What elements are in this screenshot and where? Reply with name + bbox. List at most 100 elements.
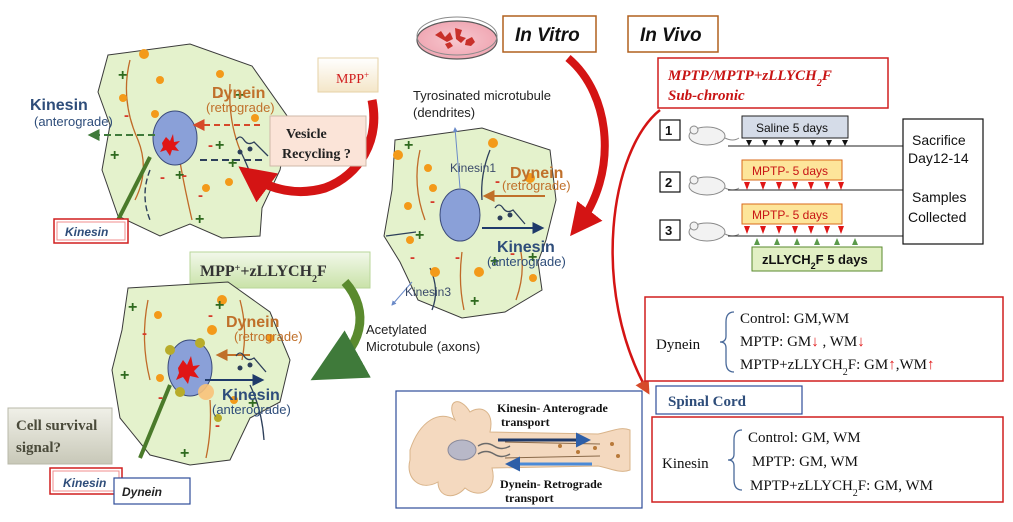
sacrifice-line3: Samples bbox=[912, 189, 966, 205]
dynein-combo-b: F: GM bbox=[848, 357, 888, 373]
in-vivo-box bbox=[627, 15, 719, 53]
mpp-z-mid: +zLLYCH bbox=[240, 263, 312, 280]
mouse-icon-3 bbox=[688, 221, 740, 242]
spinal-cord-label: Spinal Cord bbox=[668, 394, 747, 410]
svg-text:+: + bbox=[528, 249, 537, 266]
damage-burst-bottom-left bbox=[176, 356, 200, 384]
spinal-cord-box: Spinal Cord bbox=[655, 385, 803, 415]
svg-text:MPTP+zLLYCH2F: GM, WM: MPTP+zLLYCH2F: GM, WM bbox=[750, 478, 933, 499]
green-arrow-down bbox=[310, 279, 371, 381]
sacrifice-line4: Collected bbox=[908, 209, 966, 225]
svg-text:-: - bbox=[198, 187, 203, 204]
damage-burst-top-left bbox=[160, 134, 180, 156]
mpp-z-sub: 2 bbox=[312, 274, 317, 285]
acetylated-line2: Microtubule (axons) bbox=[366, 339, 480, 354]
dynein-results-label: Dynein bbox=[656, 337, 701, 353]
kinesin-box-label-top-left: Kinesin bbox=[65, 225, 108, 239]
zllych-box-sub: 2 bbox=[811, 261, 816, 271]
svg-text:+: + bbox=[470, 293, 479, 310]
sacrifice-line2: Day12-14 bbox=[908, 150, 969, 166]
group-3-label: MPTP- 5 days bbox=[752, 208, 828, 222]
svg-text:+: + bbox=[215, 137, 224, 154]
sacrifice-line1: Sacrifice bbox=[912, 132, 966, 148]
in-vivo-title-line2: Sub-chronic bbox=[668, 88, 745, 104]
svg-text:+: + bbox=[415, 227, 424, 244]
dynein-mptp-a: MPTP: GM bbox=[740, 334, 811, 350]
kinesin-combo-b: F: GM, WM bbox=[858, 478, 933, 494]
svg-text:+: + bbox=[215, 297, 224, 314]
acetylated-line1: Acetylated bbox=[366, 322, 427, 337]
retrograde-label-center: (retrograde) bbox=[502, 178, 571, 193]
dynein-mptp-b: , WM bbox=[819, 334, 857, 350]
in-vivo-title-box: MPTP/MPTP+zLLYCH2F Sub-chronic bbox=[657, 57, 889, 109]
cell-survival-box: Cell survival signal? bbox=[7, 407, 113, 465]
red-arrow-to-center-cell bbox=[565, 54, 609, 237]
svg-text:-: - bbox=[410, 249, 415, 266]
mouse-icon-2 bbox=[688, 175, 740, 196]
svg-text:MPTP+zLLYCH2F: GM↑,WM↑: MPTP+zLLYCH2F: GM↑,WM↑ bbox=[740, 357, 934, 378]
in-vivo-title-a: MPTP/MPTP+zLLYCH bbox=[667, 68, 818, 84]
svg-text:-: - bbox=[182, 167, 187, 184]
kinesin-transport-line2: transport bbox=[501, 415, 550, 429]
group-3: 3 MPTP- 5 days zLLYCH2F 5 bbox=[659, 203, 905, 272]
kinesin-label-center: Kinesin bbox=[497, 239, 555, 256]
group-2-label: MPTP- 5 days bbox=[752, 164, 828, 178]
dynein-box-bottom-left bbox=[113, 477, 191, 505]
mpp-sup: + bbox=[364, 70, 369, 80]
vesicle-recycling: Vesicle Recycling ? bbox=[238, 99, 379, 203]
svg-text:-: - bbox=[158, 389, 163, 406]
cell-bottom-left: +++ ++ --- - Dynein (retrograde) Kinesin… bbox=[49, 281, 303, 505]
svg-text:zLLYCH2F 5 days: zLLYCH2F 5 days bbox=[762, 252, 868, 271]
group-2: 2 MPTP- 5 days bbox=[659, 159, 905, 196]
svg-text:-: - bbox=[430, 193, 435, 210]
svg-text:-: - bbox=[510, 245, 515, 262]
mpp-z-end: F bbox=[317, 263, 327, 280]
in-vivo-header: In Vivo bbox=[640, 25, 702, 46]
in-vitro-box bbox=[502, 15, 597, 53]
svg-text:+: + bbox=[175, 167, 184, 184]
mpp-main: MPP bbox=[336, 72, 364, 87]
svg-text:-: - bbox=[215, 417, 220, 434]
svg-text:-: - bbox=[218, 87, 223, 104]
kinesin-label-top-left: Kinesin bbox=[30, 97, 88, 114]
svg-text:+: + bbox=[228, 155, 237, 172]
svg-text:-: - bbox=[208, 137, 213, 154]
dynein-transport-line1: Dynein- Retrograde bbox=[500, 477, 603, 491]
kinesin3-label: Kinesin3 bbox=[405, 285, 451, 299]
dynein-label-bottom-left: Dynein bbox=[226, 314, 279, 331]
vesicle-line2: Recycling ? bbox=[282, 147, 351, 162]
sacrifice-box: Sacrifice Day12-14 Samples Collected bbox=[902, 118, 984, 245]
in-vivo-groups: 1 Saline 5 days 2 bbox=[659, 115, 905, 272]
anterograde-label-top-left: (anterograde) bbox=[34, 114, 113, 129]
svg-text:-: - bbox=[142, 325, 147, 342]
vesicle-line1: Vesicle bbox=[286, 127, 327, 142]
down-arrow-icon: ↓ bbox=[857, 334, 865, 350]
anterograde-label-center: (anterograde) bbox=[487, 254, 566, 269]
mpp-z-sup: + bbox=[235, 263, 241, 274]
kinesin-mptp: MPTP: GM, WM bbox=[752, 454, 858, 470]
dynein-box-label-bottom-left: Dynein bbox=[122, 485, 162, 499]
mouse-icon-1 bbox=[688, 125, 740, 146]
cell-top-left: +++ +++ + --- --- Kinesin (anterograde) … bbox=[30, 43, 291, 244]
svg-text:MPTP/MPTP+zLLYCH2F: MPTP/MPTP+zLLYCH2F bbox=[667, 68, 832, 89]
group-1: 1 Saline 5 days bbox=[659, 115, 905, 147]
tyrosinated-line1: Tyrosinated microtubule bbox=[413, 88, 551, 103]
cell-survival-line1: Cell survival bbox=[16, 418, 97, 434]
dynein-control: Control: GM,WM bbox=[740, 311, 849, 327]
svg-text:-: - bbox=[455, 249, 460, 266]
in-vitro-header: In Vitro bbox=[515, 25, 580, 46]
dynein-label-center: Dynein bbox=[510, 165, 563, 182]
dynein-combo-c: ,WM bbox=[896, 357, 927, 373]
down-arrow-icon: ↓ bbox=[811, 334, 819, 350]
in-vivo-title-b: F bbox=[821, 68, 832, 84]
retrograde-label-bottom-left: (retrograde) bbox=[234, 329, 303, 344]
dynein-results-box: Dynein Control: GM,WM MPTP: GM↓ , WM↓ MP… bbox=[644, 296, 1004, 382]
dynein-combo-sub: 2 bbox=[843, 367, 848, 378]
svg-text:MPP+: MPP+ bbox=[336, 70, 369, 87]
svg-text:+: + bbox=[118, 67, 127, 84]
dynein-combo-a: MPTP+zLLYCH bbox=[740, 357, 843, 373]
kinesin-label-bottom-left: Kinesin bbox=[222, 387, 280, 404]
petri-dish-icon bbox=[416, 16, 498, 60]
svg-text:-: - bbox=[208, 307, 213, 324]
